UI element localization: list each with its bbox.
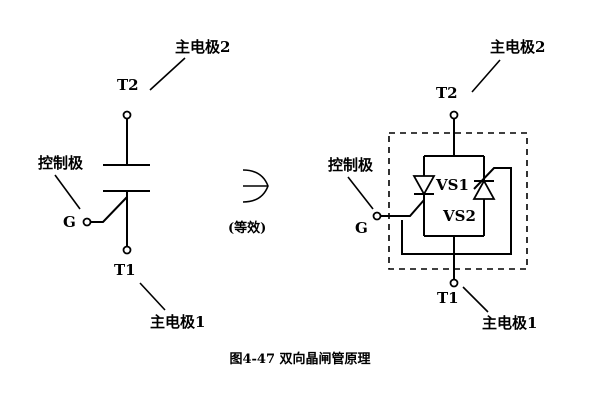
left-gate-leader (54, 174, 81, 210)
right-t2-electrode-label: 主电极2 (490, 38, 545, 56)
right-t2-label: T2 (436, 84, 458, 102)
vs1-thyristor (412, 175, 436, 196)
vs2-thyristor (472, 179, 496, 200)
left-t1-leader (139, 282, 166, 311)
left-t2-label: T2 (117, 76, 139, 94)
right-t2-leader (471, 59, 501, 93)
vs2-gate-wire (401, 167, 512, 255)
figure-caption: 图4-47 双向晶闸管原理 (229, 351, 370, 367)
left-t2-terminal (122, 110, 132, 120)
left-t1-electrode-label: 主电极1 (150, 313, 205, 331)
vs1-gate-wire (380, 199, 425, 217)
left-gate-label: G (63, 213, 76, 231)
right-t1-leader (462, 286, 489, 313)
dashed-enclosure (388, 132, 528, 270)
right-gate-leader (347, 176, 374, 210)
right-t2-terminal (449, 110, 459, 120)
left-gate-lead (90, 196, 128, 223)
right-equivalent-circuit: 主电极2 T2 VS1 VS2 G 控制极 T1 (328, 38, 545, 332)
equivalence-symbol: (等效) (228, 169, 269, 236)
left-t2-leader (149, 57, 186, 91)
right-t1-terminal (449, 278, 459, 288)
right-gate-terminal (372, 211, 382, 221)
equivalence-label: (等效) (228, 220, 266, 236)
left-gate-electrode-label: 控制极 (38, 154, 84, 172)
right-t1-label: T1 (437, 289, 459, 307)
right-gate-label: G (355, 219, 368, 237)
left-t1-terminal (122, 245, 132, 255)
right-t1-electrode-label: 主电极1 (482, 314, 537, 332)
left-t2-electrode-label: 主电极2 (175, 38, 230, 56)
right-gate-electrode-label: 控制极 (328, 156, 374, 174)
vs2-label: VS2 (442, 207, 476, 225)
left-gate-terminal (82, 217, 92, 227)
left-t1-label: T1 (114, 261, 136, 279)
vs1-label: VS1 (435, 176, 469, 194)
left-triac-symbol: 主电极2 T2 G 控制极 T1 主电极1 (38, 38, 230, 331)
